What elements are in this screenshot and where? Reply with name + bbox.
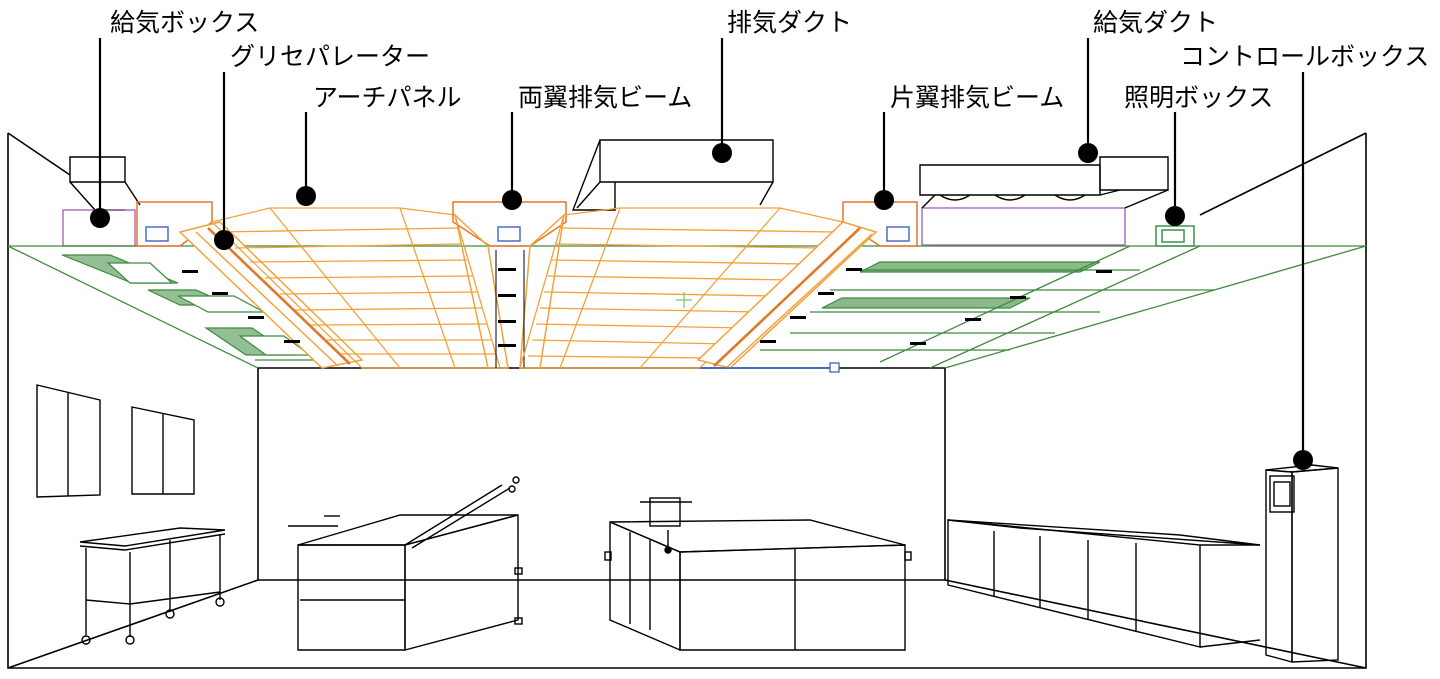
single-wing-exhaust-beam [696,201,918,369]
supply-box-left [62,156,141,247]
crosshair-icon [676,292,692,308]
leader-exhaust-duct-dot [712,143,732,163]
label-exhaust-duct: 排気ダクト [727,8,853,37]
cooking-counter-right [604,497,912,652]
wall-windows [36,384,195,498]
control-box-cabinet [1265,464,1339,663]
supply-duct [919,156,1169,246]
label-lighting-box: 照明ボックス [1124,83,1274,112]
leader-control-box-dot [1293,450,1313,470]
ceiling-fixtures [182,268,1112,347]
label-control-box: コントロールボックス [1180,42,1430,71]
exhaust-duct [571,139,774,211]
cooking-counter-left [288,476,523,651]
leader-arch-panel-dot [296,186,316,206]
label-grease-separator: グリセパレーター [230,42,431,71]
leader-lighting-box-dot [1165,206,1185,226]
leader-single-wing-beam-dot [874,190,894,210]
leader-supply-box-dot [90,208,110,228]
leader-lines [90,38,1313,470]
leader-supply-duct-dot [1078,143,1098,163]
supply-nozzles [145,226,1185,243]
work-table-left [79,527,226,645]
grease-separator-left [136,201,364,369]
label-supply-box: 給気ボックス [110,8,260,37]
arch-panel-right [519,207,845,369]
ceiling-filter-panels [61,254,1101,356]
side-cabinet-right [947,519,1261,648]
label-double-wing-beam: 両翼排気ビーム [518,83,693,112]
label-single-wing-beam: 片翼排気ビーム [890,83,1065,112]
arch-panel-left [210,207,501,369]
label-arch-panel: アーチパネル [313,83,462,112]
leader-double-wing-beam-dot [502,190,522,210]
guide-handle-icon [829,362,840,373]
label-supply-duct: 給気ダクト [1093,8,1219,37]
leader-grease-separator-dot [214,230,234,250]
